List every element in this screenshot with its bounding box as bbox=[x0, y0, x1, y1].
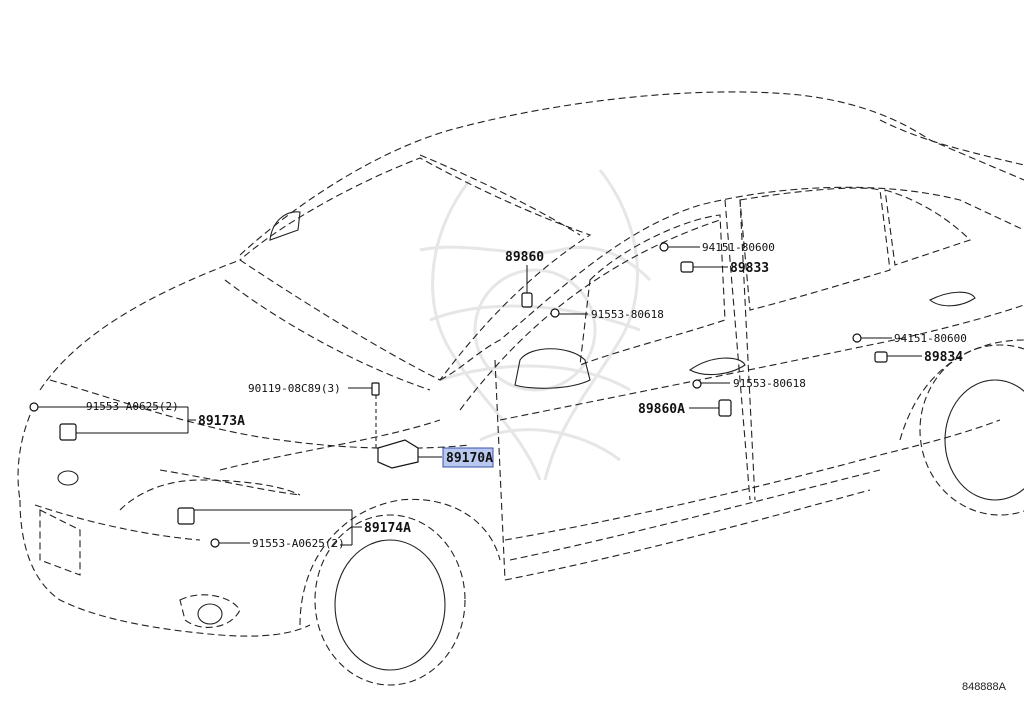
bolt-94151-right bbox=[852, 333, 862, 343]
label-89174A[interactable]: 89174A bbox=[364, 521, 411, 536]
sensor-89860A bbox=[718, 399, 732, 417]
sensor-89834 bbox=[874, 351, 888, 363]
highlight-89170A bbox=[442, 447, 494, 468]
sensor-89860 bbox=[521, 292, 533, 308]
label-91553-80618-upper[interactable]: 91553-80618 bbox=[591, 308, 664, 321]
bolt-90119 bbox=[371, 382, 380, 396]
watermark-logo bbox=[419, 169, 652, 481]
label-89860A[interactable]: 89860A bbox=[638, 402, 685, 417]
sensor-89173A bbox=[59, 423, 77, 441]
sensor-89833 bbox=[680, 261, 694, 273]
car-outline bbox=[17, 91, 1024, 686]
module-89170A bbox=[377, 439, 419, 469]
bolt-91553-A0625-top bbox=[29, 402, 39, 412]
label-91553-80618-lower[interactable]: 91553-80618 bbox=[733, 377, 806, 390]
label-91553-A0625-top[interactable]: 91553-A0625(2) bbox=[86, 400, 179, 413]
leader-lines bbox=[38, 246, 922, 546]
label-90119-08C89[interactable]: 90119-08C89(3) bbox=[248, 382, 341, 395]
label-94151-80600-top[interactable]: 94151-80600 bbox=[702, 241, 775, 254]
label-91553-A0625-bottom[interactable]: 91553-A0625(2) bbox=[252, 537, 345, 550]
sensor-parts bbox=[29, 242, 888, 548]
label-89860[interactable]: 89860 bbox=[505, 250, 544, 265]
label-94151-80600-right[interactable]: 94151-80600 bbox=[894, 332, 967, 345]
diagram-code: 848888A bbox=[961, 681, 1006, 693]
bolt-91553-80618-lower bbox=[692, 379, 702, 389]
bolt-94151-top bbox=[659, 242, 669, 252]
bolt-91553-80618-upper bbox=[550, 308, 560, 318]
sensor-89174A bbox=[177, 507, 195, 525]
label-89173A[interactable]: 89173A bbox=[198, 414, 245, 429]
label-89833[interactable]: 89833 bbox=[730, 261, 769, 276]
label-89834[interactable]: 89834 bbox=[924, 350, 963, 365]
bolt-91553-A0625-bottom bbox=[210, 538, 220, 548]
callout-labels: 89860 94151-80600 89833 91553-80618 9415… bbox=[86, 241, 967, 550]
label-89170A[interactable]: 89170A bbox=[446, 451, 493, 466]
